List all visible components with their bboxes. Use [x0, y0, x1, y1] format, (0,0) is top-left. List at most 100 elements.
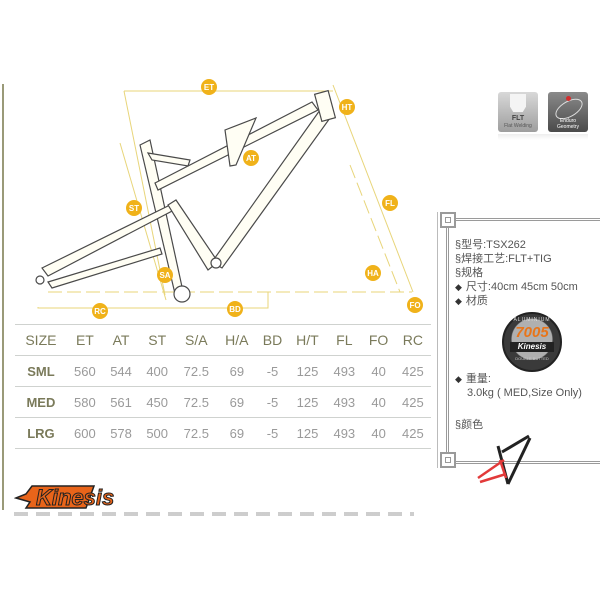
spec-weight: ◆重量: 3.0kg ( MED,Size Only) — [455, 373, 582, 399]
seal-top-text: ALUMINIUM — [513, 317, 551, 323]
cell: 425 — [394, 355, 431, 387]
table-row: LRG 600 578 500 72.5 69 -5 125 493 40 42… — [15, 417, 431, 449]
frame-corner-ornament — [440, 452, 456, 468]
cell: 72.5 — [175, 355, 218, 387]
cell: 69 — [217, 386, 257, 418]
cell-size: LRG — [15, 417, 67, 449]
col-at: AT — [102, 324, 140, 356]
seal-bottom-text: DOUBLE BUTTED — [515, 356, 549, 361]
cell: 560 — [66, 355, 103, 387]
cell: 493 — [326, 417, 363, 449]
col-bd: BD — [256, 324, 289, 356]
label-et: ET — [201, 79, 217, 95]
table-row: MED 580 561 450 72.5 69 -5 125 493 40 42… — [15, 386, 431, 418]
label-fl: FL — [382, 195, 398, 211]
weight-value: 3.0kg ( MED,Size Only) — [467, 387, 582, 399]
cell-size: SML — [15, 355, 67, 387]
frame-geometry-diagram: ET HT AT ST FL SA HA RC BD FO — [35, 79, 423, 319]
col-size: SIZE — [15, 324, 67, 356]
cell: 425 — [394, 386, 431, 418]
diamond-bullet-icon: ◆ — [455, 282, 462, 292]
red-dot-icon — [566, 96, 571, 101]
cell: 500 — [139, 417, 176, 449]
cell: 125 — [288, 417, 327, 449]
cell: 493 — [326, 386, 363, 418]
cell: 69 — [217, 355, 257, 387]
frame-color-thumbnail — [477, 434, 532, 485]
col-st: ST — [139, 324, 176, 356]
kinesis-logo: Kinesis — [14, 485, 115, 510]
cell: 580 — [66, 386, 103, 418]
flt-welding-badge: FLT Flat Welding — [498, 92, 538, 132]
label-ha: HA — [365, 265, 381, 281]
label-at: AT — [243, 150, 259, 166]
table-row: SML 560 544 400 72.5 69 -5 125 493 40 42… — [15, 355, 431, 387]
svg-text:SA: SA — [159, 271, 170, 280]
aluminium-7005-seal: ALUMINIUM 7005 Kinesis DOUBLE BUTTED — [502, 312, 562, 372]
svg-text:RC: RC — [94, 307, 106, 316]
cell: 125 — [288, 355, 327, 387]
cell: 578 — [102, 417, 140, 449]
spec-sizes: ◆尺寸:40cm 45cm 50cm — [455, 281, 578, 293]
col-ha: H/A — [217, 324, 257, 356]
diamond-bullet-icon: ◆ — [455, 296, 462, 306]
cell: 72.5 — [175, 417, 218, 449]
cell: -5 — [256, 386, 289, 418]
cell: 425 — [394, 417, 431, 449]
cell: 40 — [362, 417, 395, 449]
col-et: ET — [66, 324, 103, 356]
label-rc: RC — [92, 303, 108, 319]
table-header-row: SIZE ET AT ST S/A H/A BD H/T FL FO RC — [15, 324, 431, 356]
flt-badge-subtitle: Flat Welding — [504, 123, 532, 129]
frame-corner-ornament — [440, 212, 456, 228]
label-fo: FO — [407, 297, 423, 313]
cell: 40 — [362, 355, 395, 387]
flt-badge-title: FLT — [511, 115, 525, 122]
col-rc: RC — [394, 324, 431, 356]
geometry-table-container: SIZE ET AT ST S/A H/A BD H/T FL FO RC SM… — [15, 324, 431, 449]
spec-welding: §焊接工艺:FLT+TIG — [455, 253, 552, 265]
left-border-rule — [2, 84, 4, 510]
col-fl: FL — [326, 324, 363, 356]
diamond-bullet-icon: ◆ — [455, 374, 462, 384]
cell-size: MED — [15, 386, 67, 418]
cell: -5 — [256, 355, 289, 387]
cell: 450 — [139, 386, 176, 418]
spec-material: ◆材质 — [455, 295, 488, 307]
spec-heading: §规格 — [455, 267, 484, 279]
svg-text:FL: FL — [385, 199, 395, 208]
cell: 400 — [139, 355, 176, 387]
cell: -5 — [256, 417, 289, 449]
seal-brand: Kinesis — [510, 342, 554, 352]
spec-model: §型号:TSX262 — [455, 239, 526, 251]
spec-list: §型号:TSX262 §焊接工艺:FLT+TIG §规格 ◆尺寸:40cm 45… — [455, 238, 578, 308]
svg-text:AT: AT — [246, 154, 256, 163]
col-sa: S/A — [175, 324, 218, 356]
badge-reflection — [498, 134, 588, 140]
col-ht: H/T — [288, 324, 327, 356]
label-bd: BD — [227, 301, 243, 317]
cell: 561 — [102, 386, 140, 418]
truncated-text-line — [14, 512, 414, 516]
label-ht: HT — [339, 99, 355, 115]
label-sa: SA — [157, 267, 173, 283]
svg-text:HA: HA — [367, 269, 379, 278]
cell: 125 — [288, 386, 327, 418]
cell: 600 — [66, 417, 103, 449]
cell: 493 — [326, 355, 363, 387]
geometry-table: SIZE ET AT ST S/A H/A BD H/T FL FO RC SM… — [15, 324, 431, 449]
cell: 69 — [217, 417, 257, 449]
svg-text:FO: FO — [409, 301, 420, 310]
label-st: ST — [126, 200, 142, 216]
col-fo: FO — [362, 324, 395, 356]
svg-text:HT: HT — [342, 103, 353, 112]
svg-text:BD: BD — [229, 305, 241, 314]
right-divider-rule — [437, 212, 438, 468]
weld-icon — [510, 94, 526, 112]
cell: 72.5 — [175, 386, 218, 418]
spec-color-heading: §颜色 — [455, 419, 484, 431]
seal-number: 7005 — [515, 324, 549, 341]
